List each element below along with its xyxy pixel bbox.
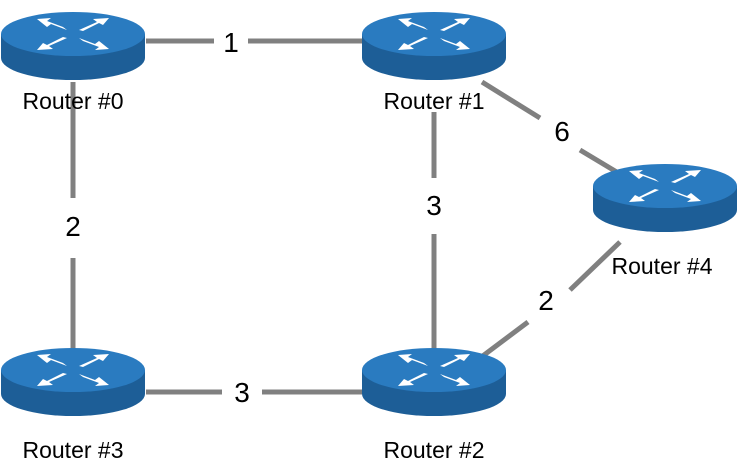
- router-icon: [593, 164, 737, 232]
- weight-r3-r2: 3: [234, 377, 250, 408]
- weight-r1-r4: 6: [554, 116, 570, 147]
- link-r1-r4: [480, 79, 542, 121]
- weight-r0-r3: 2: [65, 211, 81, 242]
- router-icon: [1, 348, 145, 416]
- router-icon: [1, 12, 145, 80]
- router-icon: [362, 12, 506, 80]
- router-0[interactable]: Router #0: [1, 12, 145, 114]
- links-layer: [70, 38, 622, 395]
- router-label: Router #0: [22, 88, 123, 114]
- router-label: Router #2: [383, 437, 484, 463]
- link-r1-r4-b: [578, 147, 622, 177]
- weight-r2-r4: 2: [538, 285, 554, 316]
- router-label: Router #1: [383, 88, 484, 114]
- router-4[interactable]: Router #4: [593, 164, 737, 279]
- weights-layer: 1 2 3 6 3 2: [65, 27, 570, 408]
- router-icon: [362, 348, 506, 416]
- weight-r1-r2: 3: [426, 190, 442, 221]
- router-3[interactable]: Router #3: [1, 348, 145, 463]
- router-2[interactable]: Router #2: [362, 348, 506, 463]
- router-1[interactable]: Router #1: [362, 12, 506, 114]
- link-r2-r4-b: [568, 240, 622, 292]
- router-label: Router #3: [22, 437, 123, 463]
- link-r2-r4: [478, 320, 530, 360]
- router-label: Router #4: [611, 253, 712, 279]
- weight-r0-r1: 1: [223, 27, 239, 58]
